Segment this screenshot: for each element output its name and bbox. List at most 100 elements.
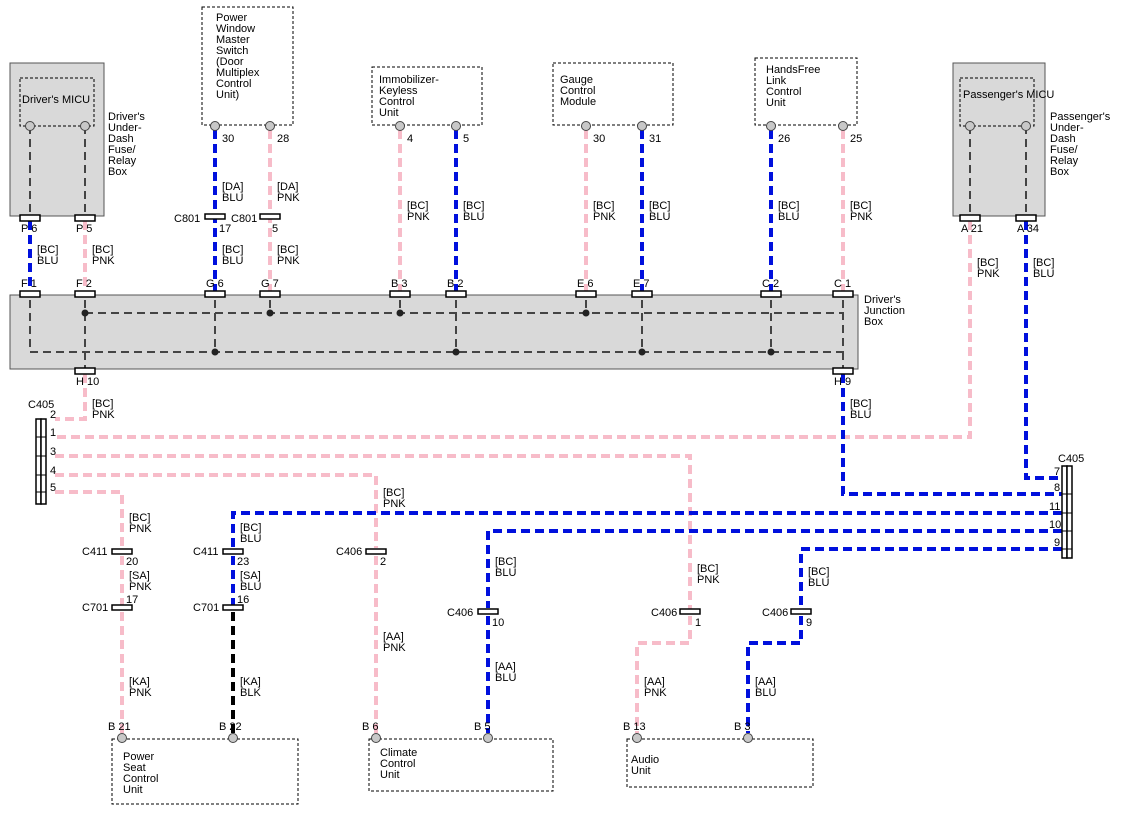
pwms-l8: Unit) [216, 89, 239, 101]
c405-pin-4: 4 [50, 465, 56, 477]
c406b-pin: 10 [492, 617, 504, 629]
c411b-label: C411 [193, 546, 218, 558]
drivers-box-l6: Box [108, 166, 127, 178]
pass-box-l2: Under- [1050, 122, 1084, 134]
c405-pin-3: 3 [50, 446, 56, 458]
pass-box-l1: Passenger's [1050, 111, 1111, 123]
pwms-l6: Multiplex [216, 67, 260, 79]
pin-label-immo-5: 5 [463, 133, 469, 145]
lbl-e7: [BC]BLU [649, 200, 670, 223]
hf-l1: HandsFree [766, 64, 820, 76]
pass-box-l5: Relay [1050, 155, 1079, 167]
drivers-box-label: Driver's Under- Dash Fuse/ Relay Box [108, 111, 148, 178]
gauge-l2: Control [560, 85, 595, 97]
wire-h10 [55, 374, 87, 421]
c701b-pin: 16 [237, 594, 249, 606]
c405-pin-11: 11 [1049, 501, 1060, 513]
c405-left-label: C405 [28, 399, 54, 411]
lbl-c1: [BC]PNK [850, 200, 873, 223]
ps-l1: Power [123, 751, 155, 763]
c801b-pin: 5 [272, 223, 278, 235]
power-seat-label: Power Seat Control Unit [123, 751, 162, 796]
ps-l4: Unit [123, 784, 143, 796]
conn-f1: F 1 [21, 278, 37, 290]
c405-pin-7: 7 [1054, 466, 1060, 478]
c801a-pin: 17 [219, 223, 231, 235]
junction-box-label: Driver's Junction Box [864, 294, 908, 328]
c801a-label: C801 [174, 213, 200, 225]
conn-b3: B 3 [391, 278, 408, 290]
gauge-label: Gauge Control Module [560, 74, 599, 108]
c405-pin-8: 8 [1054, 482, 1060, 494]
drivers-box-l5: Relay [108, 155, 137, 167]
immo-l2: Keyless [379, 85, 418, 97]
drivers-micu-label: Driver's MICU [22, 94, 90, 106]
pin-label-hf-25: 25 [850, 133, 862, 145]
conn-a34: A 34 [1017, 223, 1039, 235]
pin-e7 [631, 290, 653, 298]
c405-pin-2: 2 [50, 409, 56, 421]
handsfree-label: HandsFree Link Control Unit [766, 64, 823, 109]
lbl-a34: [BC]BLU [1033, 257, 1054, 280]
pin-b6: B 6 [362, 721, 379, 733]
pass-box-l3: Dash [1050, 133, 1076, 145]
pin-f1 [19, 290, 41, 298]
pin-label-hf-26: 26 [778, 133, 790, 145]
lbl-b2: [BC]BLU [463, 200, 484, 223]
pin-c701-17 [111, 604, 133, 611]
lbl-a21: [BC]PNK [977, 257, 1000, 280]
c406c-label: C406 [651, 607, 677, 619]
conn-h9: H 9 [834, 376, 851, 388]
pin-label-immo-4: 4 [407, 133, 413, 145]
passengers-micu-label: Passenger's MICU [963, 89, 1054, 101]
ps-l2: Seat [123, 762, 146, 774]
lbl-b3: [BC]PNK [407, 200, 430, 223]
c405-right-connector [1061, 465, 1073, 559]
pwms-l1: Power [216, 12, 248, 24]
pin-p5 [74, 214, 96, 222]
lbl-c405-5: [BC]PNK [129, 512, 152, 535]
wire-aa-pnk-audio [635, 616, 692, 733]
c801b-label: C801 [231, 213, 257, 225]
pin-label-pwms-28: 28 [277, 133, 289, 145]
jb-l1: Driver's [864, 294, 901, 306]
c405-left-connector [35, 418, 47, 505]
audio-label: Audio Unit [631, 754, 662, 777]
pin-c406-2 [365, 548, 387, 555]
hf-l2: Link [766, 75, 787, 87]
passengers-box-label: Passenger's Under- Dash Fuse/ Relay Box [1050, 111, 1113, 178]
terminals [25, 121, 1031, 743]
pin-label-gauge-31: 31 [649, 133, 661, 145]
pin-b21: B 21 [108, 721, 131, 733]
pin-e6 [575, 290, 597, 298]
conn-e6: E 6 [577, 278, 594, 290]
pwms-l3: Master [216, 34, 250, 46]
lbl-aa-blu-climate: [AA]BLU [495, 661, 516, 684]
hf-l4: Unit [766, 97, 786, 109]
c701b-label: C701 [193, 602, 219, 614]
handsfree-box: HandsFree Link Control Unit [754, 57, 858, 126]
wire-c405-11 [231, 511, 1062, 548]
pin-c801b [259, 213, 281, 220]
drivers-box-l1: Driver's [108, 111, 145, 123]
c405-right-label: C405 [1058, 453, 1084, 465]
wire-c405-4 [55, 473, 378, 548]
pin-g7 [259, 290, 281, 298]
conn-p6: P 6 [21, 223, 37, 235]
audio-box: Audio Unit [626, 738, 814, 788]
pin-c701-16 [222, 604, 244, 611]
passengers-fuse-box: Passenger's MICU [952, 62, 1054, 217]
wire-labels-upper: [DA]BLU [DA]PNK [BC]BLU [BC]PNK [BC]BLU … [37, 181, 1054, 421]
hf-l3: Control [766, 86, 801, 98]
pin-b13: B 13 [623, 721, 646, 733]
lbl-da-blu: [DA]BLU [222, 181, 243, 204]
climate-label: Climate Control Unit [380, 747, 420, 781]
conn-g6: G 6 [206, 278, 224, 290]
au-l2: Unit [631, 765, 651, 777]
pin-a21 [959, 214, 981, 222]
c411a-label: C411 [82, 546, 107, 558]
conn-c2: C 2 [762, 278, 779, 290]
lbl-c405-11: [BC]BLU [240, 522, 261, 545]
drivers-box-l2: Under- [108, 122, 142, 134]
